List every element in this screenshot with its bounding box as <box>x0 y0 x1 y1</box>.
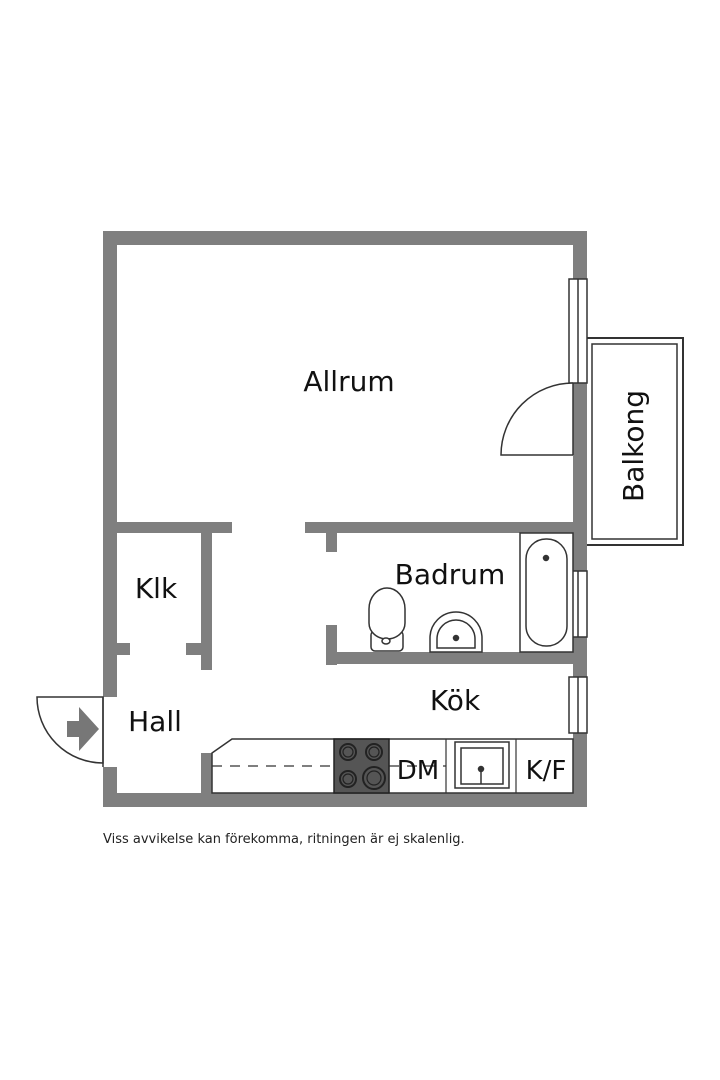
interior-walls <box>117 522 573 793</box>
toilet-icon <box>368 587 406 652</box>
room-label-badrum: Badrum <box>395 558 506 591</box>
room-label-allrum: Allrum <box>303 365 394 398</box>
fridge-freezer-label: K/F <box>526 756 567 786</box>
room-label-klk: Klk <box>135 572 178 605</box>
entrance-arrow-icon <box>67 707 99 751</box>
kitchen-counter <box>211 738 574 794</box>
room-label-balkong: Balkong <box>617 390 650 502</box>
disclaimer-note: Viss avvikelse kan förekomma, ritningen … <box>103 832 465 847</box>
stove-icon <box>333 738 390 794</box>
dishwasher-label: DM <box>397 756 439 786</box>
kitchen-sink-icon <box>454 741 510 789</box>
bathroom-sink-icon <box>429 611 483 653</box>
bathtub-icon <box>519 532 574 653</box>
room-label-kok: Kök <box>430 684 481 717</box>
entrance-door <box>36 696 104 767</box>
balcony-door <box>500 382 574 456</box>
outer-walls <box>103 231 587 807</box>
balcony <box>585 337 684 546</box>
room-label-hall: Hall <box>128 705 182 738</box>
